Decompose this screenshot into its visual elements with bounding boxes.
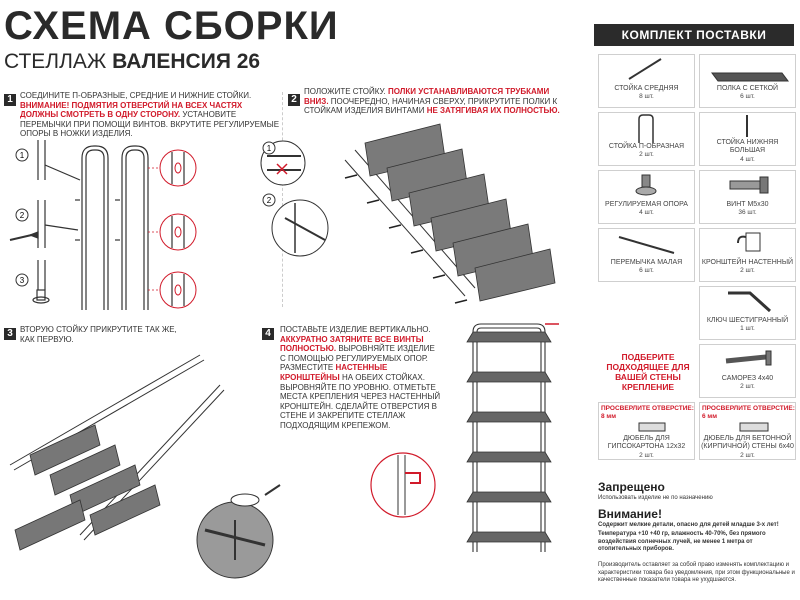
screw-icon xyxy=(729,176,769,194)
drill-size: 8 мм xyxy=(601,413,617,420)
adjustable-foot-icon xyxy=(635,174,657,196)
step-4-number: 4 xyxy=(262,328,274,340)
wall-bracket-detail xyxy=(368,445,438,525)
step-3-number: 3 xyxy=(4,328,16,340)
self-tapping-screw-icon xyxy=(725,350,772,366)
assembled-shelf xyxy=(455,320,565,560)
kit-item-name: СТОЙКА СРЕДНЯЯ xyxy=(614,85,679,92)
mark-2: 2 xyxy=(20,211,25,220)
step-1-warning: ВНИМАНИЕ! ПОДМЯТИЯ ОТВЕРСТИЙ НА ВСЕХ ЧАС… xyxy=(20,100,243,120)
step-4-d: НАСТЕННЫЕ КРОНШТЕЙНЫ xyxy=(280,363,388,382)
step-2-text: ПОЛОЖИТЕ СТОЙКУ. ПОЛКИ УСТАНАВЛИВАЮТСЯ Т… xyxy=(304,87,569,116)
kit-item-name: ВИНТ М5х30 xyxy=(726,201,769,208)
kit-item-name: САМОРЕЗ 4х40 xyxy=(721,375,774,382)
kit-item-name: КЛЮЧ ШЕСТИГРАННЫЙ xyxy=(706,317,789,324)
concrete-plug-icon xyxy=(739,422,769,432)
drill-note: ПРОСВЕРЛИТЕ ОТВЕРСТИЕ: xyxy=(702,405,795,412)
mark-1: 1 xyxy=(20,151,25,160)
attention-line-1: Содержит мелкие детали, опасно для детей… xyxy=(598,522,779,528)
step-4-c: ВЫРОВНЯЙТЕ ИЗДЕЛИЕ С ПОМОЩЬЮ РЕГУЛИРУЕМЫ… xyxy=(280,344,435,373)
kit-item-qty: 8 шт. xyxy=(639,93,654,101)
step-1-text: СОЕДИНИТЕ П-ОБРАЗНЫЕ, СРЕДНИЕ И НИЖНИЕ С… xyxy=(20,91,282,139)
kit-item-qty: 2 шт. xyxy=(740,451,755,459)
step-2-number: 2 xyxy=(288,94,300,106)
kit-item-qty: 2 шт. xyxy=(740,267,755,275)
step-3-text: ВТОРУЮ СТОЙКУ ПРИКРУТИТЕ ТАК ЖЕ, КАК ПЕР… xyxy=(20,325,177,344)
kit-item-qty: 4 шт. xyxy=(740,155,755,163)
step-2-c: ПООЧЕРЕДНО, НАЧИНАЯ СВЕРХУ, ПРИКРУТИТЕ П… xyxy=(304,96,558,116)
forbidden-text: Использовать изделие не по назначению xyxy=(598,495,713,501)
kit-item-qty: 6 шт. xyxy=(740,93,755,101)
step-4-a: ПОСТАВЬТЕ ИЗДЕЛИЕ ВЕРТИКАЛЬНО. xyxy=(280,325,431,334)
kit-item-qty: 36 шт. xyxy=(738,209,757,217)
kit-item-drywall-plug: ПРОСВЕРЛИТЕ ОТВЕРСТИЕ:8 мм ДЮБЕЛЬ ДЛЯ ГИ… xyxy=(598,402,695,460)
separator xyxy=(282,92,283,307)
step-1-rest: УСТАНОВИТЕ ПЕРЕМЫЧКИ ПРИ ПОМОЩИ ВИНТОВ. … xyxy=(20,110,280,139)
subtitle-prefix: СТЕЛЛАЖ xyxy=(4,50,107,73)
step-4-e: НА ОБЕИХ СТОЙКАХ. ВЫРОВНЯЙТЕ ПО УРОВНЮ. … xyxy=(280,372,441,430)
attention-title: Внимание! xyxy=(598,507,662,521)
kit-item-name: КРОНШТЕЙН НАСТЕННЫЙ xyxy=(701,259,794,266)
small-bar-icon xyxy=(618,236,675,254)
bottom-post-icon xyxy=(746,115,748,137)
kit-item-qty: 6 шт. xyxy=(639,267,654,275)
drill-note: ПРОСВЕРЛИТЕ ОТВЕРСТИЕ: xyxy=(601,405,694,412)
kit-item-name: ПОЛКА С СЕТКОЙ xyxy=(716,85,779,92)
mesh-shelf-icon xyxy=(711,72,789,82)
kit-item-concrete-plug: ПРОСВЕРЛИТЕ ОТВЕРСТИЕ:6 мм ДЮБЕЛЬ ДЛЯ БЕ… xyxy=(699,402,796,460)
attention-line-2: Температура +10 +40 гр, влажность 40-70%… xyxy=(598,531,766,552)
kit-item-name: ПЕРЕМЫЧКА МАЛАЯ xyxy=(610,259,683,266)
kit-item-qty: 4 шт. xyxy=(639,209,654,217)
footer-disclaimer: Производитель оставляет за собой право и… xyxy=(598,562,795,583)
subtitle-product-name: ВАЛЕНСИЯ 26 xyxy=(112,50,261,73)
hex-key-icon xyxy=(728,291,772,313)
kit-item-name: ДЮБЕЛЬ ДЛЯ ГИПСОКАРТОНА 12х32 xyxy=(607,435,686,451)
step-1-marks xyxy=(15,148,29,287)
wall-bracket-icon xyxy=(737,232,761,252)
kit-header: КОМПЛЕКТ ПОСТАВКИ xyxy=(594,24,794,46)
kit-item-name: СТОЙКА НИЖНЯЯ БОЛЬШАЯ xyxy=(716,139,779,155)
step-2-mark-1: 1 xyxy=(267,144,272,153)
kit-item-name: РЕГУЛИРУЕМАЯ ОПОРА xyxy=(605,201,688,208)
forbidden-title: Запрещено xyxy=(598,480,665,494)
kit-item-name: СТОЙКА П-ОБРАЗНАЯ xyxy=(608,143,685,150)
kit-item-qty: 2 шт. xyxy=(740,383,755,391)
step-2-mark-2: 2 xyxy=(267,196,272,205)
step-2-illustration: 1 2 xyxy=(255,118,585,323)
drywall-plug-icon xyxy=(638,422,666,432)
step-1-line: СОЕДИНИТЕ П-ОБРАЗНЫЕ, СРЕДНИЕ И НИЖНИЕ С… xyxy=(20,91,252,100)
page-subtitle: СТЕЛЛАЖ ВАЛЕНСИЯ 26 xyxy=(4,50,260,74)
wall-mount-note: ПОДБЕРИТЕ ПОДХОДЯЩЕЕ ДЛЯ ВАШЕЙ СТЕНЫ КРЕ… xyxy=(606,352,690,392)
step-1-illustration: 1 2 3 xyxy=(0,140,280,320)
step-4-b: АККУРАТНО ЗАТЯНИТЕ ВСЕ ВИНТЫ ПОЛНОСТЬЮ. xyxy=(280,334,424,354)
middle-post-icon xyxy=(628,58,662,80)
step-2-d: НЕ ЗАТЯГИВАЯ ИХ ПОЛНОСТЬЮ. xyxy=(426,106,560,116)
page-title: СХЕМА СБОРКИ xyxy=(4,4,339,48)
step-2-b: ПОЛКИ УСТАНАВЛИВАЮТСЯ ТРУБКАМИ ВНИЗ. xyxy=(304,87,550,106)
step-2-a: ПОЛОЖИТЕ СТОЙКУ. xyxy=(304,87,386,96)
u-post-icon xyxy=(638,114,654,143)
step-4-text: ПОСТАВЬТЕ ИЗДЕЛИЕ ВЕРТИКАЛЬНО. АККУРАТНО… xyxy=(280,325,442,431)
step-1-number: 1 xyxy=(4,94,16,106)
kit-item-qty: 2 шт. xyxy=(639,151,654,159)
mark-3: 3 xyxy=(20,276,25,285)
kit-item-qty: 1 шт. xyxy=(740,325,755,333)
kit-item-name: ДЮБЕЛЬ ДЛЯ БЕТОННОЙ (КИРПИЧНОЙ) СТЕНЫ 6х… xyxy=(701,435,794,451)
drill-size: 6 мм xyxy=(702,413,718,420)
step-3-illustration xyxy=(0,345,285,595)
kit-item-qty: 2 шт. xyxy=(639,451,654,459)
